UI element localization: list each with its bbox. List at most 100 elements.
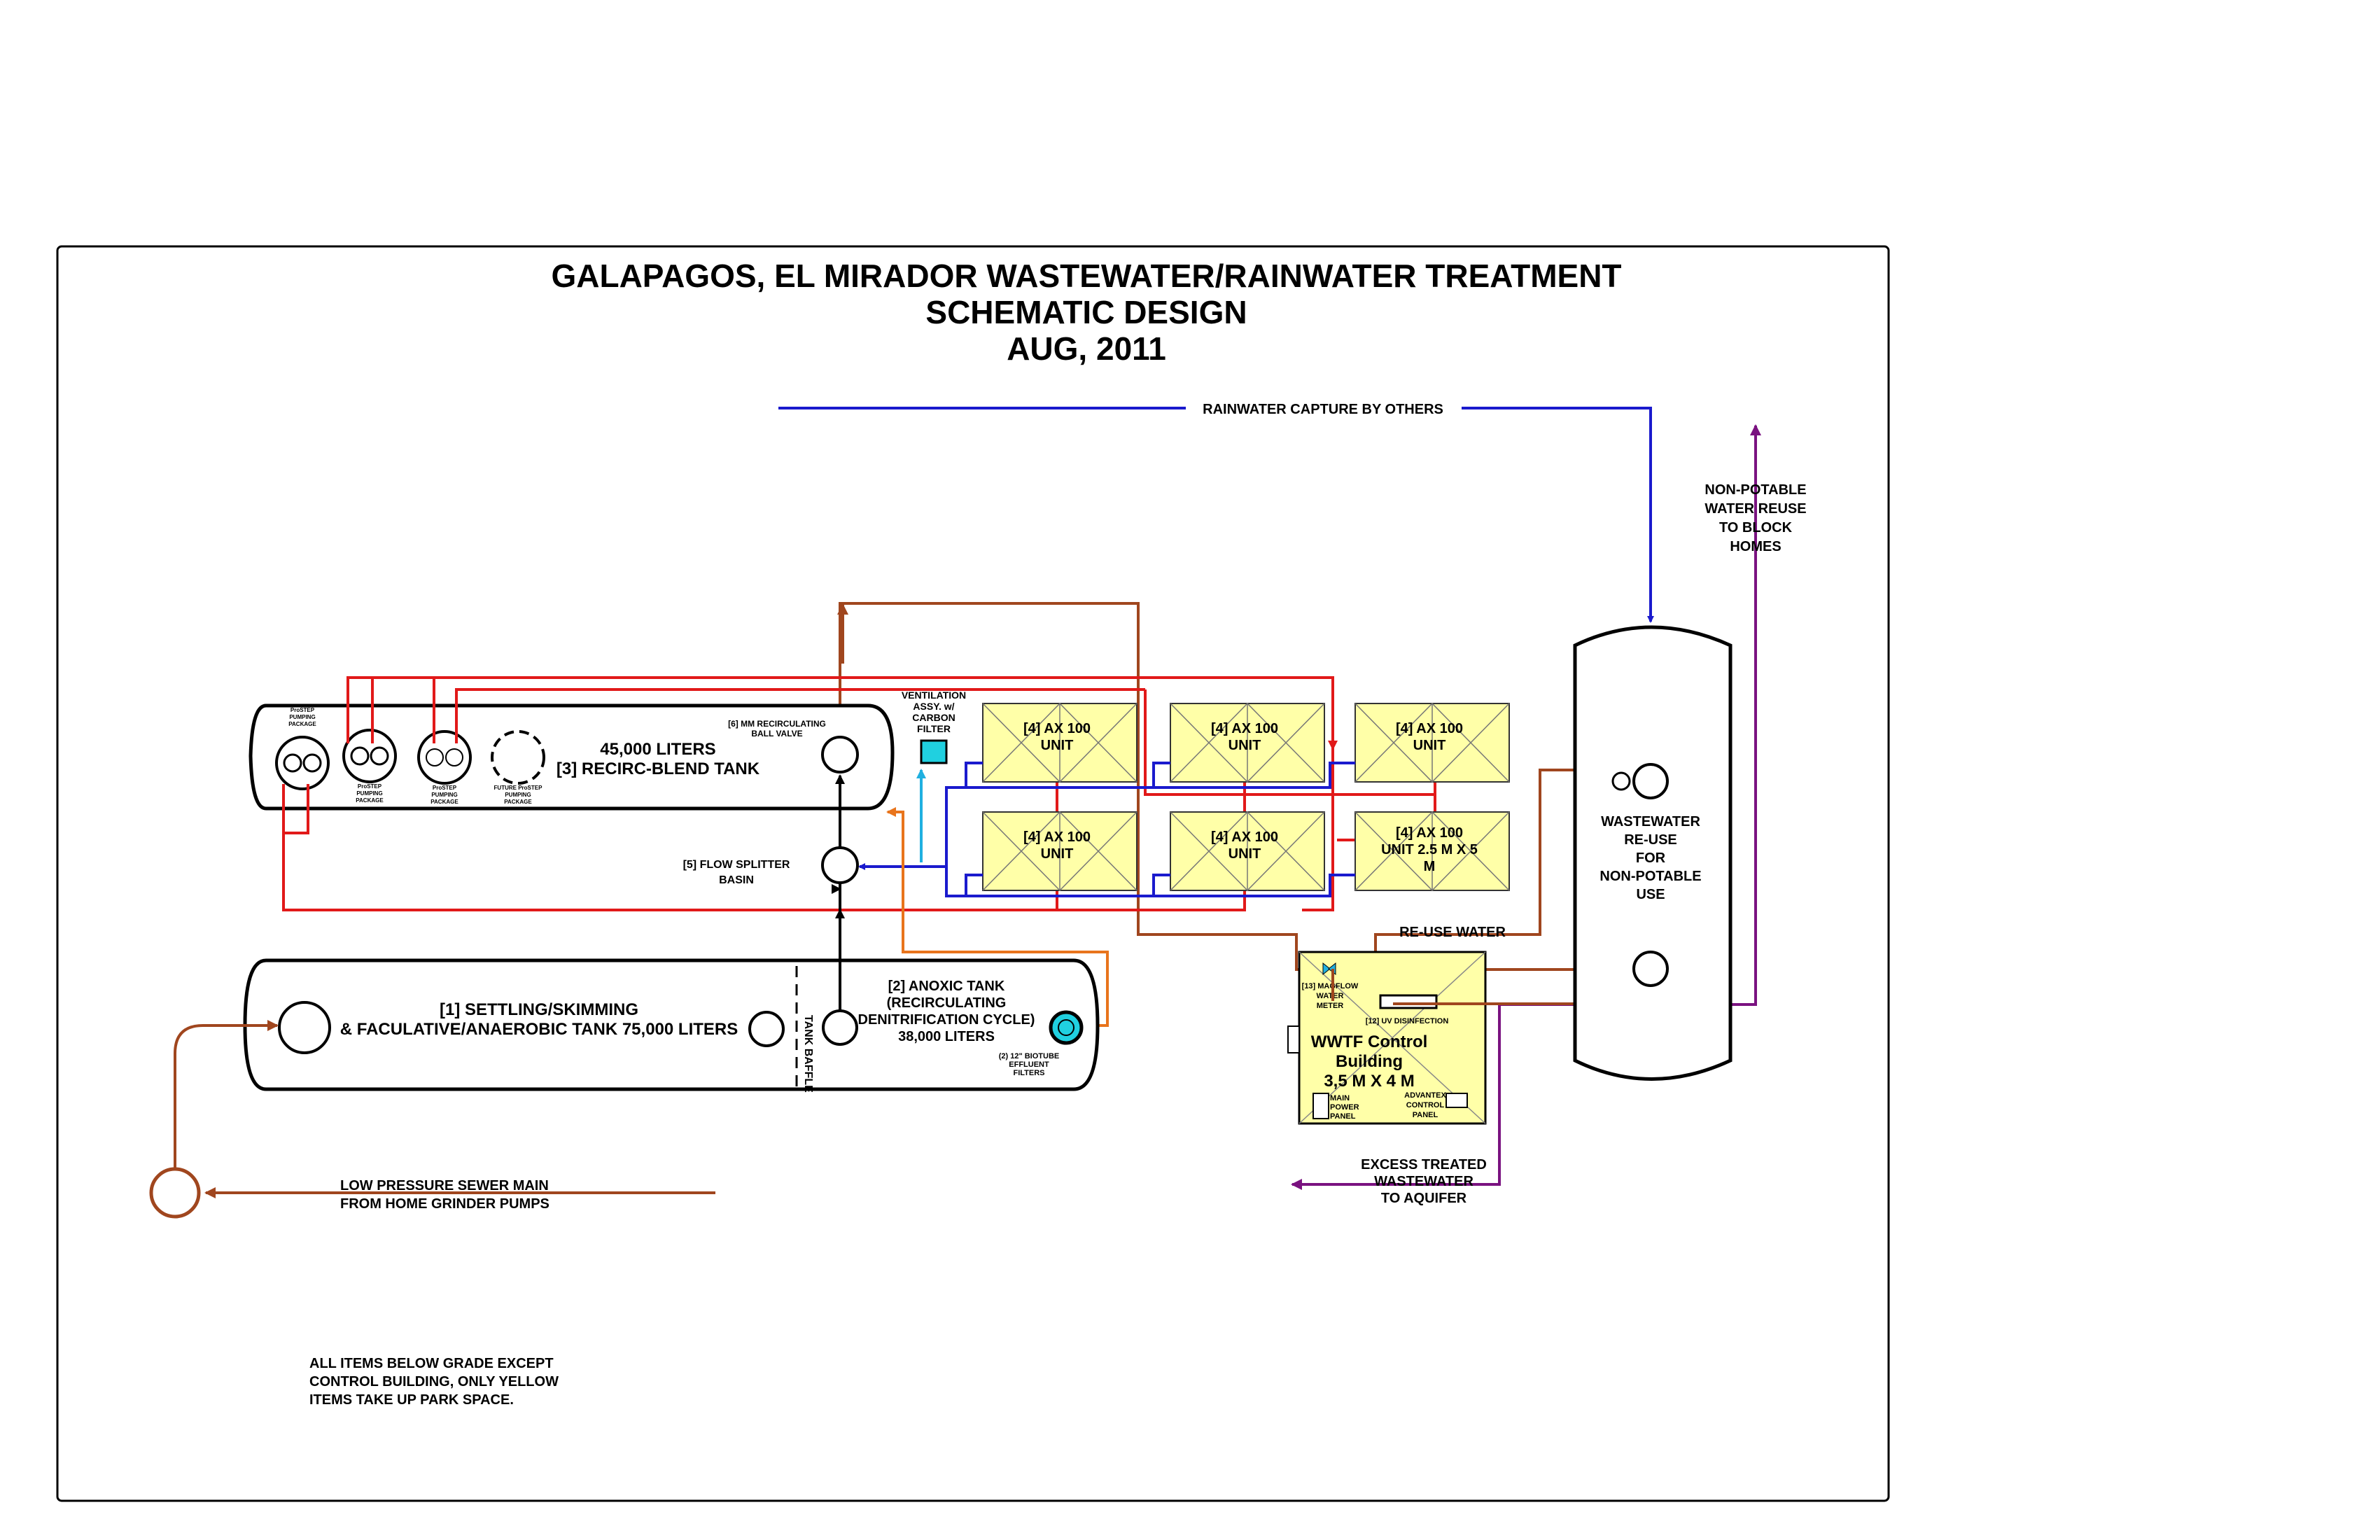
ax-unit-6-text-2: UNIT 2.5 M X 5 [1381,842,1478,858]
reuse-tank-outlet [1632,951,1669,987]
biotube-text-3: FILTERS [1013,1069,1044,1077]
note-line-2: CONTROL BUILDING, ONLY YELLOW [309,1374,559,1390]
ax-unit-2: [4] AX 100 UNIT [1170,702,1325,783]
sewer-main-inlet: LOW PRESSURE SEWER MAIN FROM HOME GRINDE… [149,1020,715,1219]
biotube-text-2: EFFLUENT [1009,1060,1049,1069]
ax-unit-6-text-1: [4] AX 100 [1396,825,1463,841]
pump-2-text-2: PUMPING [356,790,382,797]
ax-unit-3-text-1: [4] AX 100 [1396,721,1463,736]
flow-meter-text-3: METER [1317,1002,1344,1010]
ax-unit-1-text-1: [4] AX 100 [1023,721,1091,736]
ball-valve [821,736,859,774]
anoxic-inlet [822,1009,858,1046]
reuse-tank-text-2: RE-USE [1624,832,1677,848]
settling-anoxic-tank: [1] SETTLING/SKIMMING & FACULATIVE/ANAER… [243,909,1100,1093]
flow-splitter-text-1: [5] FLOW SPLITTER [683,859,790,871]
rainwater-label: RAINWATER CAPTURE BY OTHERS [1203,402,1443,417]
sewer-main-text-1: LOW PRESSURE SEWER MAIN [340,1178,549,1194]
settling-tank-name: [1] SETTLING/SKIMMING [440,1000,638,1019]
advantex-panel [1446,1093,1468,1108]
reuse-to-homes-line: NON-POTABLE WATER REUSE TO BLOCK HOMES [1498,424,1807,1006]
ax-unit-5-text-2: UNIT [1228,846,1261,862]
note-line-3: ITEMS TAKE UP PARK SPACE. [309,1392,514,1408]
pump-package-1: ProSTEP PUMPING PACKAGE [275,707,330,790]
anoxic-text-4: 38,000 LITERS [898,1029,995,1044]
red-distribution-lines [282,676,1442,911]
flow-meter-text-1: [13] MAGFLOW [1302,982,1359,990]
ax-unit-6: [4] AX 100 UNIT 2.5 M X 5 M [1354,811,1510,892]
flow-meter-text-2: WATER [1317,992,1344,1000]
ax-unit-5-text-1: [4] AX 100 [1211,830,1278,845]
ax-unit-6-text-3: M [1424,859,1436,874]
ax-unit-3-text-2: UNIT [1413,738,1446,753]
ball-valve-text-1: [6] MM RECIRCULATING [728,719,826,729]
pump-4-text-2: PUMPING [505,792,531,798]
drawing-frame [56,245,1890,1502]
pump-1-text-2: PUMPING [289,714,315,720]
sewer-main-text-2: FROM HOME GRINDER PUMPS [340,1196,550,1212]
title-line-3: AUG, 2011 [1007,330,1166,367]
excess-text-2: WASTEWATER [1374,1174,1474,1189]
reuse-tank: WASTEWATER RE-USE FOR NON-POTABLE USE [1573,625,1732,1081]
anoxic-text-3: DENITRIFICATION CYCLE) [858,1012,1035,1028]
pump-2-text-1: ProSTEP [358,783,382,790]
ventilation-text-4: FILTER [917,723,951,734]
advantex-text-3: PANEL [1413,1111,1438,1119]
ax-unit-4-text-2: UNIT [1041,846,1074,862]
reuse-homes-text-3: TO BLOCK [1719,520,1793,536]
reuse-pump-icon [1611,771,1631,791]
pump-1-text-3: PACKAGE [288,721,316,727]
sewer-manhole [149,1167,201,1219]
pump-2-text-3: PACKAGE [356,797,384,804]
recirc-tank-volume: 45,000 LITERS [600,740,715,759]
uv-disinfection-unit [1379,994,1438,1009]
flow-meter-icon [1322,962,1331,976]
pump-3-text-3: PACKAGE [430,799,458,805]
reuse-tank-text-3: FOR [1636,850,1666,866]
reuse-tank-text-5: USE [1636,887,1665,902]
note-line-1: ALL ITEMS BELOW GRADE EXCEPT [309,1356,554,1371]
reuse-tank-text-4: NON-POTABLE [1600,869,1701,884]
reuse-homes-text-1: NON-POTABLE [1704,482,1806,498]
main-power-text-1: MAIN [1330,1094,1350,1102]
title-line-1: GALAPAGOS, EL MIRADOR WASTEWATER/RAINWAT… [551,258,1621,294]
pump-4-text-3: PACKAGE [504,799,532,805]
rainwater-line: RAINWATER CAPTURE BY OTHERS [778,402,1654,623]
ventilation-text-2: ASSY. w/ [913,701,954,712]
ball-valve-text-2: BALL VALVE [751,729,802,738]
reuse-water-label: RE-USE WATER [1399,925,1506,940]
reuse-tank-text-1: WASTEWATER [1601,814,1700,830]
reuse-homes-text-4: HOMES [1730,539,1781,554]
settling-inlet [278,1001,331,1054]
ax-unit-3: [4] AX 100 UNIT [1354,702,1510,783]
reuse-homes-text-2: WATER REUSE [1704,501,1806,517]
pump-4-text-1: FUTURE ProSTEP [494,785,543,791]
main-power-text-2: POWER [1330,1103,1359,1112]
anoxic-return-arrow [886,807,904,867]
pump-3-text-1: ProSTEP [433,785,457,791]
recirc-blend-tank: 45,000 LITERS [3] RECIRC-BLEND TANK ProS… [248,704,895,811]
building-door [1287,1026,1300,1054]
recirc-tank-name: [3] RECIRC-BLEND TANK [556,760,760,778]
ventilation-text-3: CARBON [912,712,955,723]
excess-text-3: TO AQUIFER [1381,1191,1467,1206]
wwtf-control-building: [12] UV DISINFECTION [13] MAGFLOW WATER … [1287,951,1487,1125]
building-name-2: Building [1336,1052,1403,1071]
ax-unit-1: [4] AX 100 UNIT [982,702,1138,783]
title-line-2: SCHEMATIC DESIGN [925,294,1247,330]
excess-to-aquifer: EXCESS TREATED WASTEWATER TO AQUIFER [1291,1005,1501,1206]
reuse-tank-inlet [1632,763,1669,799]
pump-1-text-1: ProSTEP [290,707,315,713]
advantex-text-1: ADVANTEX [1404,1091,1446,1100]
excess-text-1: EXCESS TREATED [1361,1157,1487,1172]
main-power-panel [1312,1093,1329,1119]
ax-unit-2-text-2: UNIT [1228,738,1261,753]
biotube-text-1: (2) 12" BIOTUBE [999,1052,1060,1060]
pump-package-2: ProSTEP PUMPING PACKAGE [342,729,397,804]
ventilation-filter: VENTILATION ASSY. w/ CARBON FILTER [902,690,966,862]
settling-tank-volume: & FACULATIVE/ANAEROBIC TANK 75,000 LITER… [340,1020,738,1039]
future-pump-package: FUTURE ProSTEP PUMPING PACKAGE [491,730,545,805]
ventilation-text-1: VENTILATION [902,690,966,701]
ax-unit-4: [4] AX 100 UNIT [982,811,1138,892]
tank-outlet [748,1011,785,1047]
